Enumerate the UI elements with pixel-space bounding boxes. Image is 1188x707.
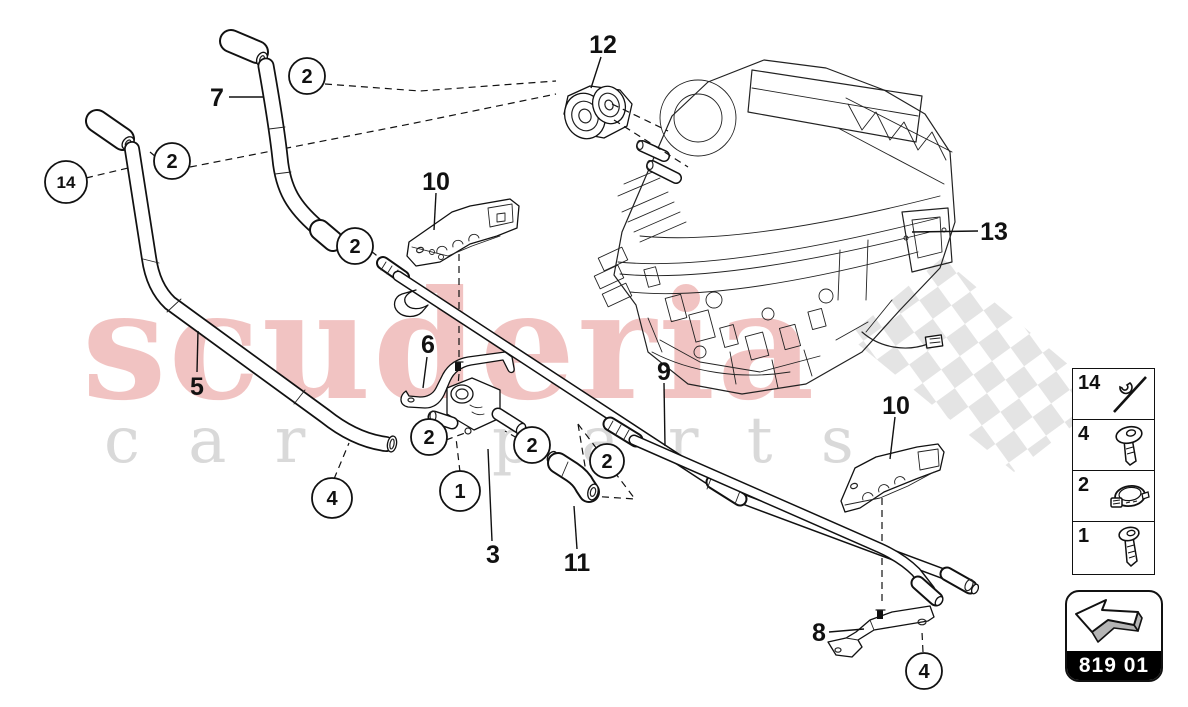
fastener-legend: 14 4 2 (1072, 368, 1155, 575)
svg-text:4: 4 (326, 488, 338, 510)
arrow-up-left-icon (1074, 598, 1156, 655)
label-11: 11 (564, 549, 591, 577)
screw-drawing (455, 362, 461, 371)
hose-7-drawing (219, 29, 344, 252)
brand-watermark-sub-1: c a r (104, 404, 319, 478)
svg-text:1: 1 (454, 481, 465, 503)
label-5: 5 (190, 373, 204, 401)
part-number-labels: 7 12 10 13 5 6 9 3 11 10 8 (190, 31, 1008, 647)
svg-text:2: 2 (349, 236, 360, 258)
callout-4-bracket8[interactable]: 4 (905, 652, 943, 690)
callout-2-hose5[interactable]: 2 (153, 142, 191, 180)
legend-number: 4 (1078, 423, 1090, 445)
callout-2-pipe[interactable]: 2 (336, 227, 374, 265)
callout-4-hose5[interactable]: 4 (311, 477, 353, 519)
callout-2-elbow[interactable]: 2 (589, 443, 625, 479)
label-9: 9 (657, 358, 671, 386)
bracket-6-drawing (400, 351, 515, 409)
svg-text:14: 14 (57, 173, 76, 192)
legend-row-1[interactable]: 1 (1073, 522, 1154, 573)
bracket-10-lower-drawing (840, 443, 945, 513)
legend-number: 14 (1078, 372, 1101, 394)
screw-long-icon (1106, 525, 1152, 575)
svg-text:2: 2 (301, 66, 312, 88)
callout-2-valve-left[interactable]: 2 (410, 418, 448, 456)
svg-text:2: 2 (526, 435, 537, 457)
part-group-code: 819 01 (1067, 651, 1161, 680)
bracket-8-drawing (827, 605, 935, 658)
callout-1[interactable]: 1 (439, 470, 481, 512)
label-10a: 10 (422, 168, 450, 196)
part-group-box[interactable]: 819 01 (1065, 590, 1163, 682)
hvac-unit-drawing (593, 59, 956, 395)
label-7: 7 (210, 84, 224, 112)
legend-row-14[interactable]: 14 (1073, 369, 1154, 420)
elbow-hose-drawing (546, 450, 600, 503)
label-8: 8 (812, 619, 826, 647)
hose-clamp-icon (1106, 474, 1152, 524)
legend-number: 1 (1078, 525, 1090, 547)
label-10b: 10 (882, 392, 910, 420)
screw-drawing (877, 610, 883, 619)
callout-2-valve-right[interactable]: 2 (513, 426, 551, 464)
label-6: 6 (421, 331, 435, 359)
label-3: 3 (486, 541, 500, 569)
screw-short-icon (1106, 423, 1152, 473)
label-leader-lines (196, 56, 979, 633)
callout-2-hose7[interactable]: 2 (288, 57, 326, 95)
checkered-flag-watermark (848, 258, 1108, 472)
valve-drawing (427, 377, 527, 436)
svg-text:4: 4 (918, 661, 930, 683)
callout-14[interactable]: 14 (44, 160, 88, 204)
bracket-10-upper-drawing (406, 198, 520, 267)
dashed-leader-lines (85, 80, 924, 653)
heater-pipes-drawing (376, 256, 980, 607)
thermostat-drawing (563, 85, 633, 140)
hose-5-drawing (85, 109, 398, 453)
svg-text:2: 2 (601, 451, 612, 473)
cable-tie-icon (1106, 372, 1152, 422)
label-12: 12 (589, 31, 617, 59)
label-13: 13 (980, 218, 1008, 246)
svg-text:2: 2 (423, 427, 434, 449)
legend-number: 2 (1078, 474, 1090, 496)
legend-row-2[interactable]: 2 (1073, 471, 1154, 522)
svg-text:2: 2 (166, 151, 177, 173)
legend-row-4[interactable]: 4 (1073, 420, 1154, 471)
pipe-clip-drawing (393, 289, 429, 318)
